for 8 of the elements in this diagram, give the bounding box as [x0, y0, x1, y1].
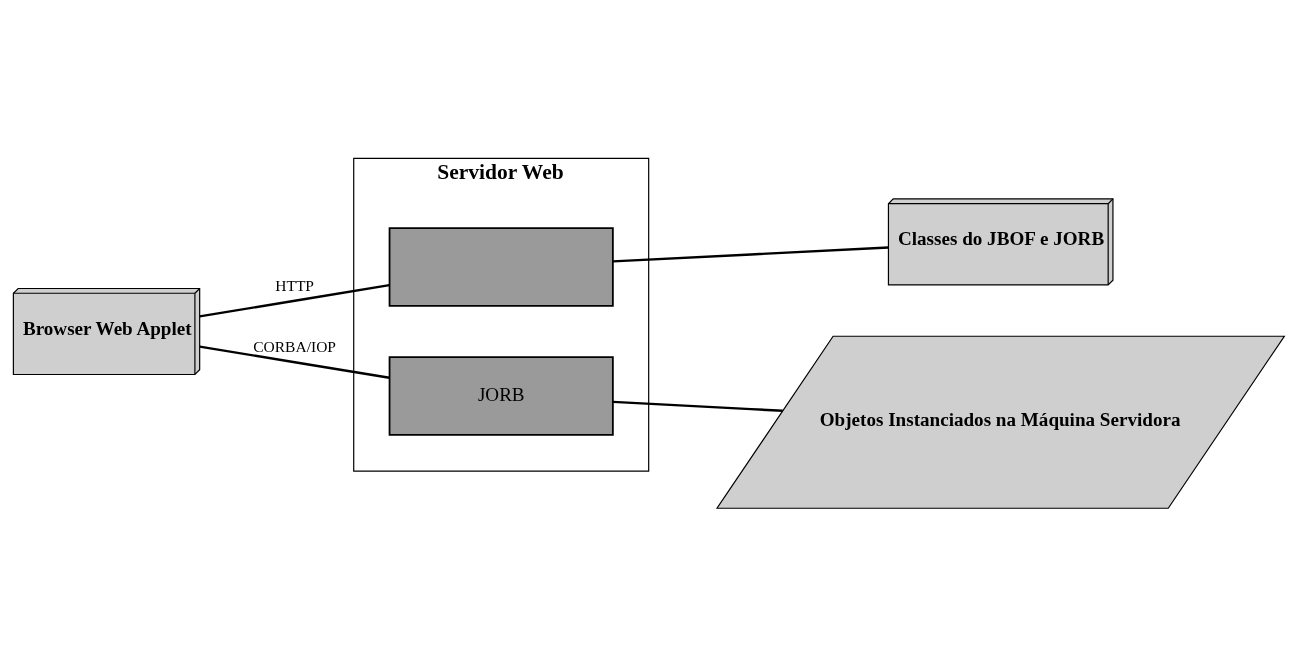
connector — [199, 284, 390, 318]
node-box — [388, 227, 614, 307]
node-box: JORB — [388, 356, 614, 436]
edge-label: HTTP — [275, 277, 315, 295]
connector — [612, 246, 889, 263]
connector — [199, 345, 390, 379]
connector — [612, 400, 783, 412]
edge-label: CORBA/IOP — [253, 338, 336, 356]
